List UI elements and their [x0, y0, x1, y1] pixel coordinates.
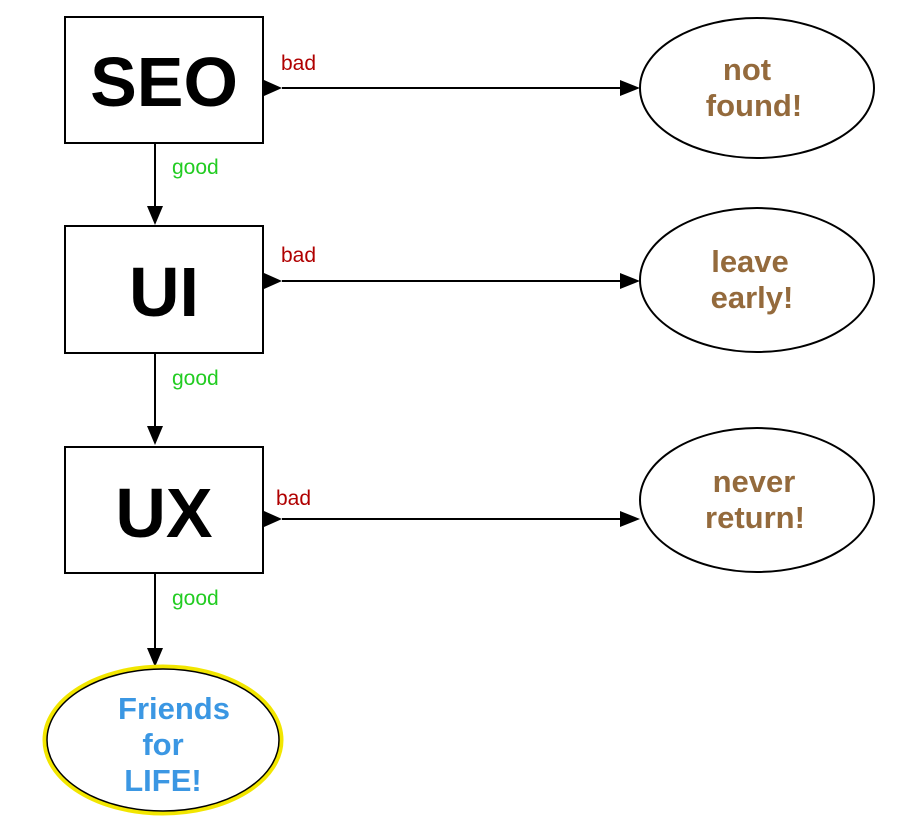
- seo-bad-tail-arrowhead: [264, 80, 282, 96]
- ux-good-arrowhead: [147, 648, 163, 667]
- ux-bad-arrowhead: [620, 511, 640, 527]
- ui-bad-tail-arrowhead: [264, 273, 282, 289]
- stage-seo-label: SEO: [90, 43, 238, 121]
- outcome-never-return-line2: return!: [705, 500, 805, 535]
- stage-ui-label: UI: [129, 253, 199, 331]
- stage-seo-box: [64, 16, 264, 144]
- ui-bad-label: bad: [281, 244, 316, 267]
- ux-good-label: good: [172, 587, 219, 610]
- ui-good-label: good: [172, 367, 219, 390]
- seo-bad-arrowhead: [620, 80, 640, 96]
- stage-seo: SEO: [64, 16, 264, 144]
- final-outcome-line1: Friends: [118, 691, 230, 726]
- stage-ux-box: [64, 446, 264, 574]
- outcome-not-found: not found!: [639, 17, 875, 159]
- outcome-never-return-ellipse: [639, 427, 875, 573]
- outcome-not-found-ellipse: [639, 17, 875, 159]
- stage-ui-box: [64, 225, 264, 354]
- final-outcome-glow: [42, 664, 284, 816]
- connectors: [147, 80, 640, 667]
- stage-ux: UX: [64, 446, 264, 574]
- outcome-leave-early-line2: early!: [711, 280, 794, 315]
- outcome-never-return-line1: never: [713, 464, 796, 499]
- outcome-not-found-line1: not: [723, 52, 771, 87]
- outcome-leave-early-ellipse: [639, 207, 875, 353]
- stage-ux-label: UX: [115, 474, 213, 552]
- outcome-leave-early-line1: leave: [711, 244, 789, 279]
- ux-bad-label: bad: [276, 487, 311, 510]
- final-outcome-ellipse: [46, 668, 280, 812]
- stage-ui: UI: [64, 225, 264, 354]
- ux-bad-tail-arrowhead: [264, 511, 282, 527]
- outcome-leave-early: leave early!: [639, 207, 875, 353]
- final-outcome-line3: LIFE!: [124, 763, 202, 798]
- seo-good-arrowhead: [147, 206, 163, 225]
- final-outcome-line2: for: [142, 727, 183, 762]
- outcome-never-return: never return!: [639, 427, 875, 573]
- final-outcome: Friends for LIFE!: [42, 664, 284, 816]
- ui-good-arrowhead: [147, 426, 163, 445]
- seo-bad-label: bad: [281, 52, 316, 75]
- seo-good-label: good: [172, 156, 219, 179]
- ui-bad-arrowhead: [620, 273, 640, 289]
- outcome-not-found-line2: found!: [706, 88, 802, 123]
